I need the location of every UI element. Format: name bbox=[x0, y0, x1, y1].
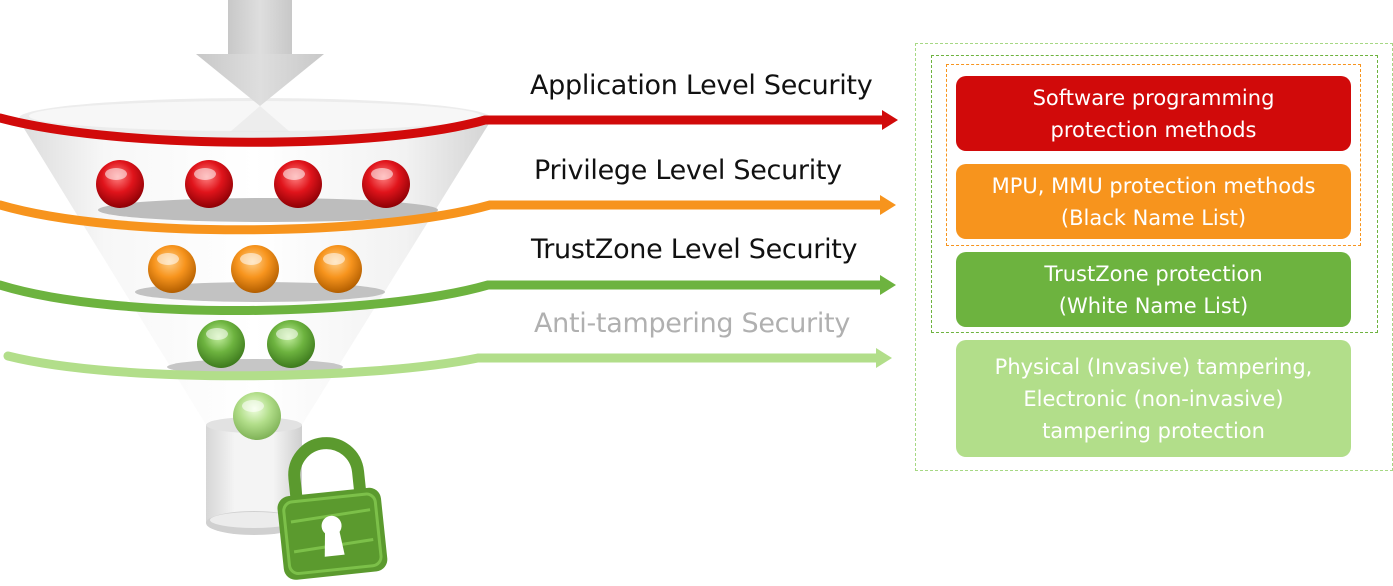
level-label-privilege: Privilege Level Security bbox=[534, 155, 842, 186]
ball bbox=[185, 160, 233, 208]
ball bbox=[274, 160, 322, 208]
ball bbox=[96, 160, 144, 208]
box-line: (Black Name List) bbox=[1060, 205, 1247, 230]
ball bbox=[314, 245, 362, 293]
box-line: MPU, MMU protection methods bbox=[991, 173, 1316, 198]
box-line: (White Name List) bbox=[1058, 293, 1249, 318]
ball bbox=[231, 245, 279, 293]
ball bbox=[197, 320, 245, 368]
level-label-anti-tampering: Anti-tampering Security bbox=[534, 308, 851, 339]
swoosh-privilege bbox=[0, 195, 896, 235]
ball bbox=[267, 320, 315, 368]
frame-trustzone bbox=[931, 55, 1378, 333]
box-line: protection methods bbox=[1050, 117, 1257, 142]
level-label-application: Application Level Security bbox=[530, 70, 873, 101]
frame-privilege bbox=[946, 64, 1361, 246]
box-mpu-mmu-protection: MPU, MMU protection methods (Black Name … bbox=[956, 164, 1351, 239]
level-label-trustzone: TrustZone Level Security bbox=[531, 234, 858, 265]
box-line: TrustZone protection bbox=[1044, 261, 1263, 286]
ball-row-orange bbox=[148, 245, 362, 293]
down-arrow-icon bbox=[196, 0, 324, 132]
swoosh-trustzone bbox=[0, 275, 896, 316]
box-trustzone-protection: TrustZone protection (White Name List) bbox=[956, 252, 1351, 327]
box-tampering-protection: Physical (Invasive) tampering, Electroni… bbox=[956, 340, 1351, 457]
ball bbox=[362, 160, 410, 208]
ball bbox=[233, 392, 281, 440]
box-line: tampering protection bbox=[1042, 418, 1265, 443]
swoosh-application bbox=[0, 110, 898, 147]
box-software-protection: Software programming protection methods bbox=[956, 76, 1351, 151]
ball-row-light bbox=[233, 392, 281, 440]
box-line: Physical (Invasive) tampering, bbox=[994, 354, 1313, 379]
padlock-icon bbox=[277, 437, 388, 580]
ball bbox=[148, 245, 196, 293]
box-line: Electronic (non-invasive) bbox=[1023, 386, 1284, 411]
box-line: Software programming bbox=[1032, 85, 1275, 110]
swoosh-anti-tampering bbox=[3, 348, 892, 381]
